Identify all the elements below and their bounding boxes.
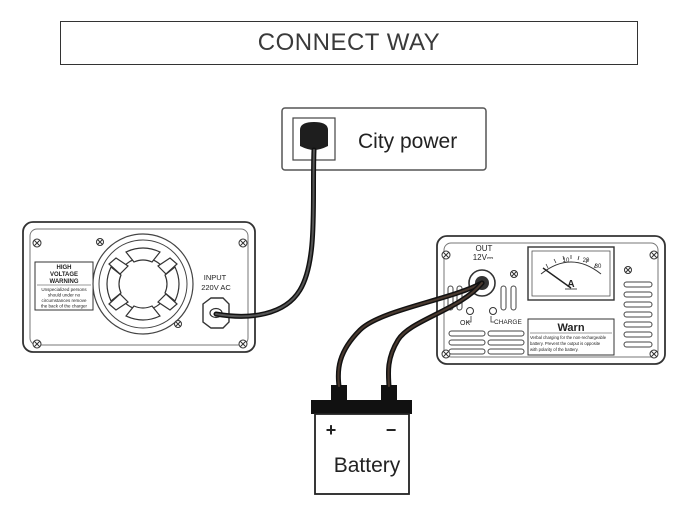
meter-needle [542,267,572,289]
battery-positive-post [331,385,347,403]
battery-minus-sign: − [386,420,397,440]
battery-lid [311,400,412,414]
warning-text-2: should under no [48,293,81,298]
battery-label: Battery [334,454,401,477]
warning-title-3: WARNING [50,279,79,285]
charge-led [489,307,497,315]
city-power-label: City power [358,130,457,153]
inverter-device: HIGH VOLTAGE WARNING Unspecialized perso… [22,221,256,353]
warn-title: Warn [557,322,584,334]
positive-cable-core [337,282,483,387]
ok-led-leader [467,316,472,323]
warning-text-3: circumstances remove [41,298,87,303]
ac-power-cable-highlight [215,149,315,318]
battery-plus-sign: + [326,420,337,440]
ammeter: 10 20 30 A [527,246,615,301]
battery-body [314,413,410,495]
inverter-warning-label [34,261,94,311]
battery-negative-post [381,385,397,403]
inverter-inner-frame [29,228,249,346]
title-box: CONNECT WAY [60,21,638,65]
out-label: OUT [476,244,493,253]
charger-vent-slots [447,281,653,355]
plug-icon [300,122,328,150]
warn-text-1: Verbal charging for the non-rechargeable [530,335,607,340]
charge-label: CHARGE [494,319,522,326]
warning-title-2: VOLTAGE [50,272,78,278]
charge-led-leader [490,316,494,323]
warn-text-2: battery. Prevent the output is opposite [530,341,601,346]
meter-tick-10: 10 [563,258,570,264]
input-voltage-label: 220V AC [201,283,231,292]
warning-text-4: the back of the charger [41,304,88,309]
page-title: CONNECT WAY [257,29,441,56]
charger-warn-label [527,318,615,356]
negative-cable-core [387,282,483,387]
warning-title-1: HIGH [57,265,72,271]
fan-icon [92,233,194,335]
ok-led [466,307,474,315]
charger-device: OUT 12V⎓ OK CHARGE [436,235,666,365]
charger-inner-frame [443,242,659,358]
cables [213,147,485,389]
warn-text-3: with polarity of the battery. [530,347,579,352]
meter-tick-30: 30 [595,264,602,270]
meter-unit: A [567,279,574,290]
city-power-socket: City power [281,107,487,171]
warning-text-1: Unspecialized persons [41,287,87,292]
voltage-label: 12V⎓ [473,253,494,262]
meter-tick-20: 20 [583,258,590,264]
ok-label: OK [460,320,470,327]
battery: + − Battery [311,385,412,495]
input-label: INPUT [204,273,227,282]
charger-screws [441,250,659,359]
